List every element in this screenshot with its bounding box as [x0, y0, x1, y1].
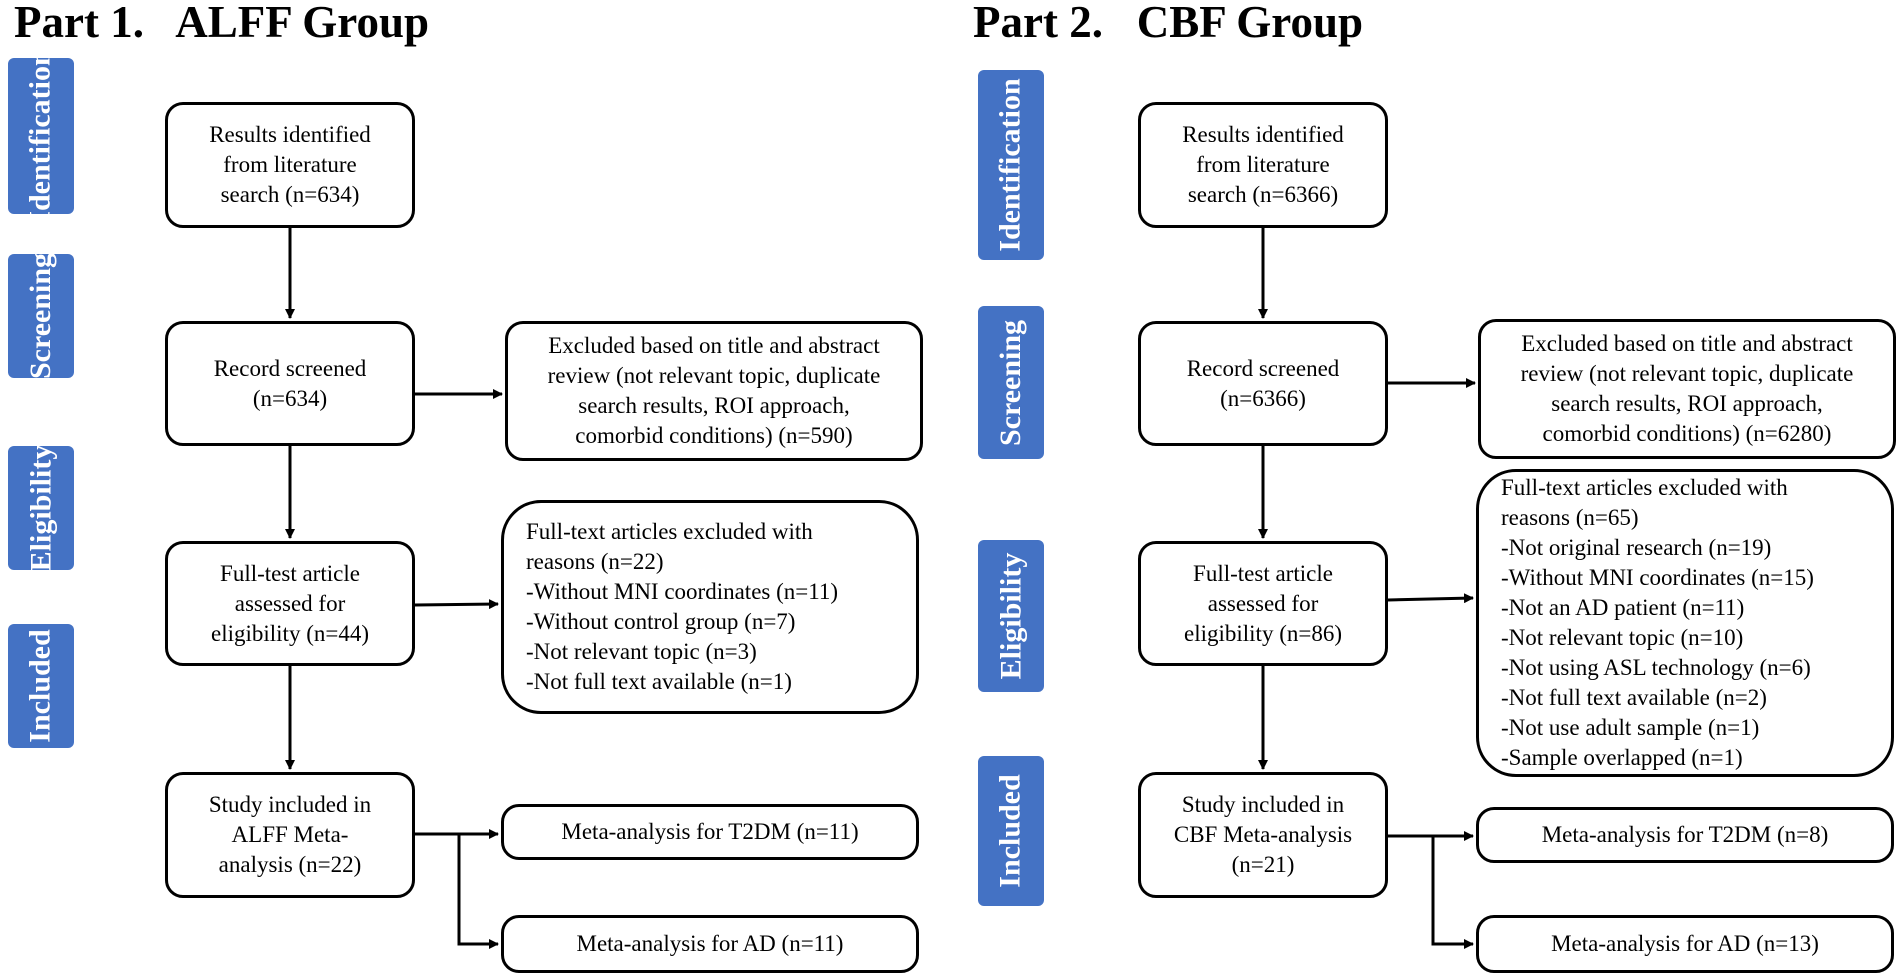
screened-box-part2: Record screened (n=6366)	[1138, 321, 1388, 446]
excluded-full-box-part2: Full-text articles excluded with reasons…	[1476, 469, 1894, 777]
identified-box-part2: Results identified from literature searc…	[1138, 102, 1388, 228]
stage-screening-part1: Screening	[8, 253, 74, 379]
excluded-screen-box-part1: Excluded based on title and abstract rev…	[505, 321, 923, 461]
stage-identification-part2: Identification	[978, 70, 1044, 260]
meta-t2dm-box-part2: Meta-analysis for T2DM (n=8)	[1476, 807, 1894, 863]
stage-eligibility-part1: Eligibility	[8, 445, 74, 571]
assessed-box-part1: Full-test article assessed for eligibili…	[165, 541, 415, 666]
screened-box-part1: Record screened (n=634)	[165, 321, 415, 446]
arrow-assessed-to-excluded-part1	[414, 599, 499, 610]
excluded-full-box-part1: Full-text articles excluded with reasons…	[501, 500, 919, 714]
arrow-included-to-ad-part1	[457, 834, 499, 949]
meta-t2dm-box-part1: Meta-analysis for T2DM (n=11)	[501, 804, 919, 860]
part-2-title: Part 2. CBF Group	[973, 0, 1363, 47]
stage-eligibility-part2: Eligibility	[978, 540, 1044, 692]
stage-included-part2: Included	[978, 756, 1044, 906]
stage-screening-part2: Screening	[978, 306, 1044, 459]
identified-box-part1: Results identified from literature searc…	[165, 102, 415, 228]
included-box-part2: Study included in CBF Meta-analysis (n=2…	[1138, 772, 1388, 898]
included-box-part1: Study included in ALFF Meta- analysis (n…	[165, 772, 415, 898]
arrow-assessed-to-excluded-part2	[1387, 593, 1474, 604]
stage-included-part1: Included	[8, 624, 74, 748]
meta-ad-box-part1: Meta-analysis for AD (n=11)	[501, 915, 919, 973]
arrow-included-to-ad-part2	[1431, 836, 1474, 949]
assessed-box-part2: Full-test article assessed for eligibili…	[1138, 541, 1388, 666]
meta-ad-box-part2: Meta-analysis for AD (n=13)	[1476, 915, 1894, 973]
excluded-screen-box-part2: Excluded based on title and abstract rev…	[1478, 319, 1896, 459]
stage-identification-part1: Identification	[8, 49, 74, 223]
part-1-title: Part 1. ALFF Group	[14, 0, 429, 47]
